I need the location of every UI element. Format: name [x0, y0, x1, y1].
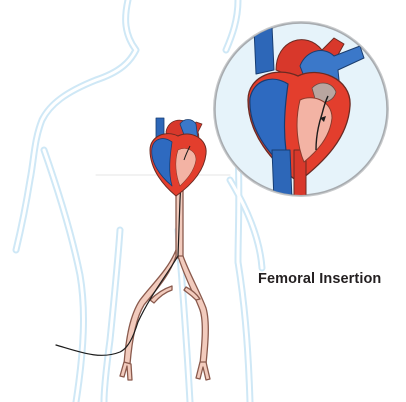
femoral-artery-icon [120, 188, 210, 380]
body-silhouette-icon [16, 0, 262, 402]
heart-icon [150, 118, 206, 196]
caption-label: Femoral Insertion [258, 271, 381, 287]
